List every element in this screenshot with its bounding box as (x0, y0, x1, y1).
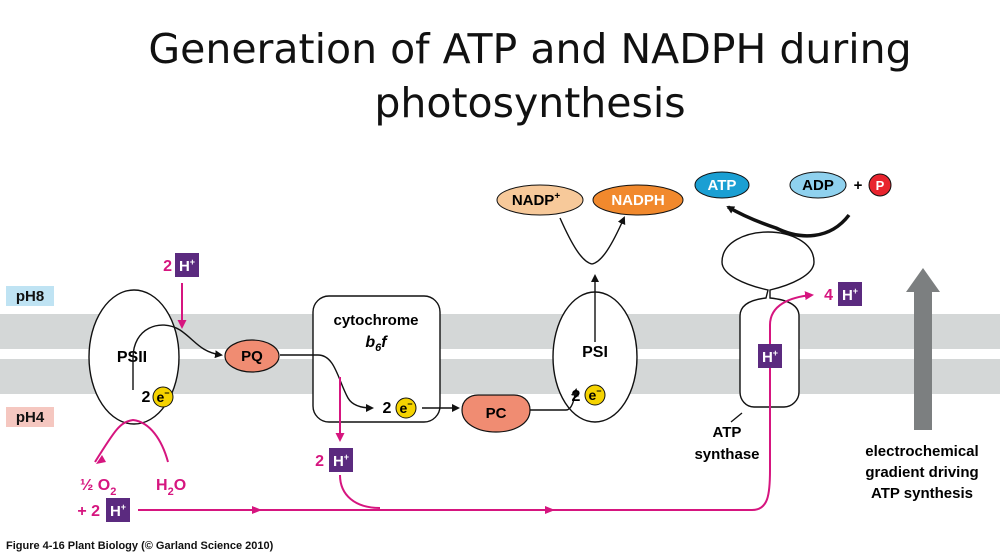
atp-synthase-label-2: synthase (694, 446, 759, 463)
cyt-proton-count: 2 (315, 453, 324, 470)
synthase-proton-box (758, 344, 782, 368)
pc-label: PC (486, 405, 507, 422)
stroma-proton-box (175, 253, 199, 277)
atp-synthesis-arrow (726, 205, 851, 238)
pq-label: PQ (241, 348, 263, 365)
stroma-proton-label: H+ (179, 257, 195, 275)
water-splitting-arrow (94, 418, 169, 463)
atp-label: ATP (708, 177, 737, 194)
water-proton-box (106, 498, 130, 522)
nadp-label: NADP+ (512, 191, 561, 209)
psi-electron (584, 384, 606, 406)
nadph-label: NADPH (611, 192, 664, 209)
gradient-arrow-shaft (914, 290, 932, 430)
figure-caption: Figure 4-16 Plant Biology (© Garland Sci… (6, 540, 274, 552)
atp-synthase-leader (730, 412, 743, 423)
plus-sign: + (854, 177, 863, 194)
psi-electron-label: e− (588, 386, 601, 403)
proton-path-lumen-to-atp-synthase (138, 291, 814, 511)
stroma-proton-count: 2 (163, 258, 172, 275)
adp-molecule (789, 171, 847, 199)
cytochrome-label: cytochrome (333, 312, 418, 329)
pq-carrier (224, 339, 280, 373)
out-proton-box (838, 282, 862, 306)
gradient-label-3: ATP synthesis (871, 485, 973, 502)
water-splitting-arrowhead (96, 455, 106, 464)
cytochrome-b6f-label: b6f (365, 334, 388, 354)
electron-path-psii-to-pq (132, 324, 223, 390)
nadp-molecule (496, 184, 584, 216)
proton-flow-arrowhead-2 (545, 506, 555, 514)
half-o2-label: ½ O2 (80, 477, 116, 498)
title-line-2: photosynthesis (374, 79, 686, 127)
synthase-proton-label: H+ (762, 348, 778, 366)
ph4-label: pH4 (16, 409, 45, 426)
ph4-label-bg (6, 407, 54, 427)
cyt-proton-label: H+ (333, 452, 349, 470)
out-proton-count: 4 (824, 287, 833, 304)
title-line-1: Generation of ATP and NADPH during (148, 25, 912, 73)
gradient-label-1: electrochemical (865, 443, 978, 460)
electron-path-pq-to-cyt (280, 354, 374, 412)
psii-label: PSII (117, 349, 147, 366)
ph8-label-bg (6, 286, 54, 306)
atp-synthase-label-1: ATP (713, 424, 742, 441)
nadp-reduction-arrow (559, 216, 626, 265)
cyt-proton-box (329, 448, 353, 472)
psi-label: PSI (582, 344, 608, 361)
psii-electron-label: e− (156, 388, 169, 405)
water-proton-label: H+ (110, 502, 126, 520)
out-proton-label: H+ (842, 286, 858, 304)
cyt-electron (395, 397, 417, 419)
gradient-label-2: gradient driving (865, 464, 978, 481)
atp-molecule (694, 171, 750, 199)
proton-flow-arrowhead-1 (252, 506, 262, 514)
psii-electron (152, 386, 174, 408)
cyt-electron-count: 2 (383, 400, 392, 417)
cyt-electron-label: e− (399, 399, 412, 416)
atp-synthase (721, 231, 815, 408)
ph8-label: pH8 (16, 288, 44, 305)
water-proton-count: + 2 (77, 503, 100, 520)
electron-path-pc-to-psi (530, 388, 579, 411)
phosphate-label: P (876, 178, 885, 193)
psii-electron-count: 2 (142, 389, 151, 406)
psi-electron-count: 2 (572, 388, 581, 405)
nadph-molecule (592, 184, 684, 216)
h2o-label: H2O (156, 477, 186, 498)
gradient-arrow-head (906, 268, 940, 292)
phosphate-molecule (868, 173, 892, 197)
proton-path-cyt-merge (339, 474, 381, 509)
page-title: Generation of ATP and NADPH during photo… (0, 22, 1000, 130)
adp-label: ADP (802, 177, 834, 194)
